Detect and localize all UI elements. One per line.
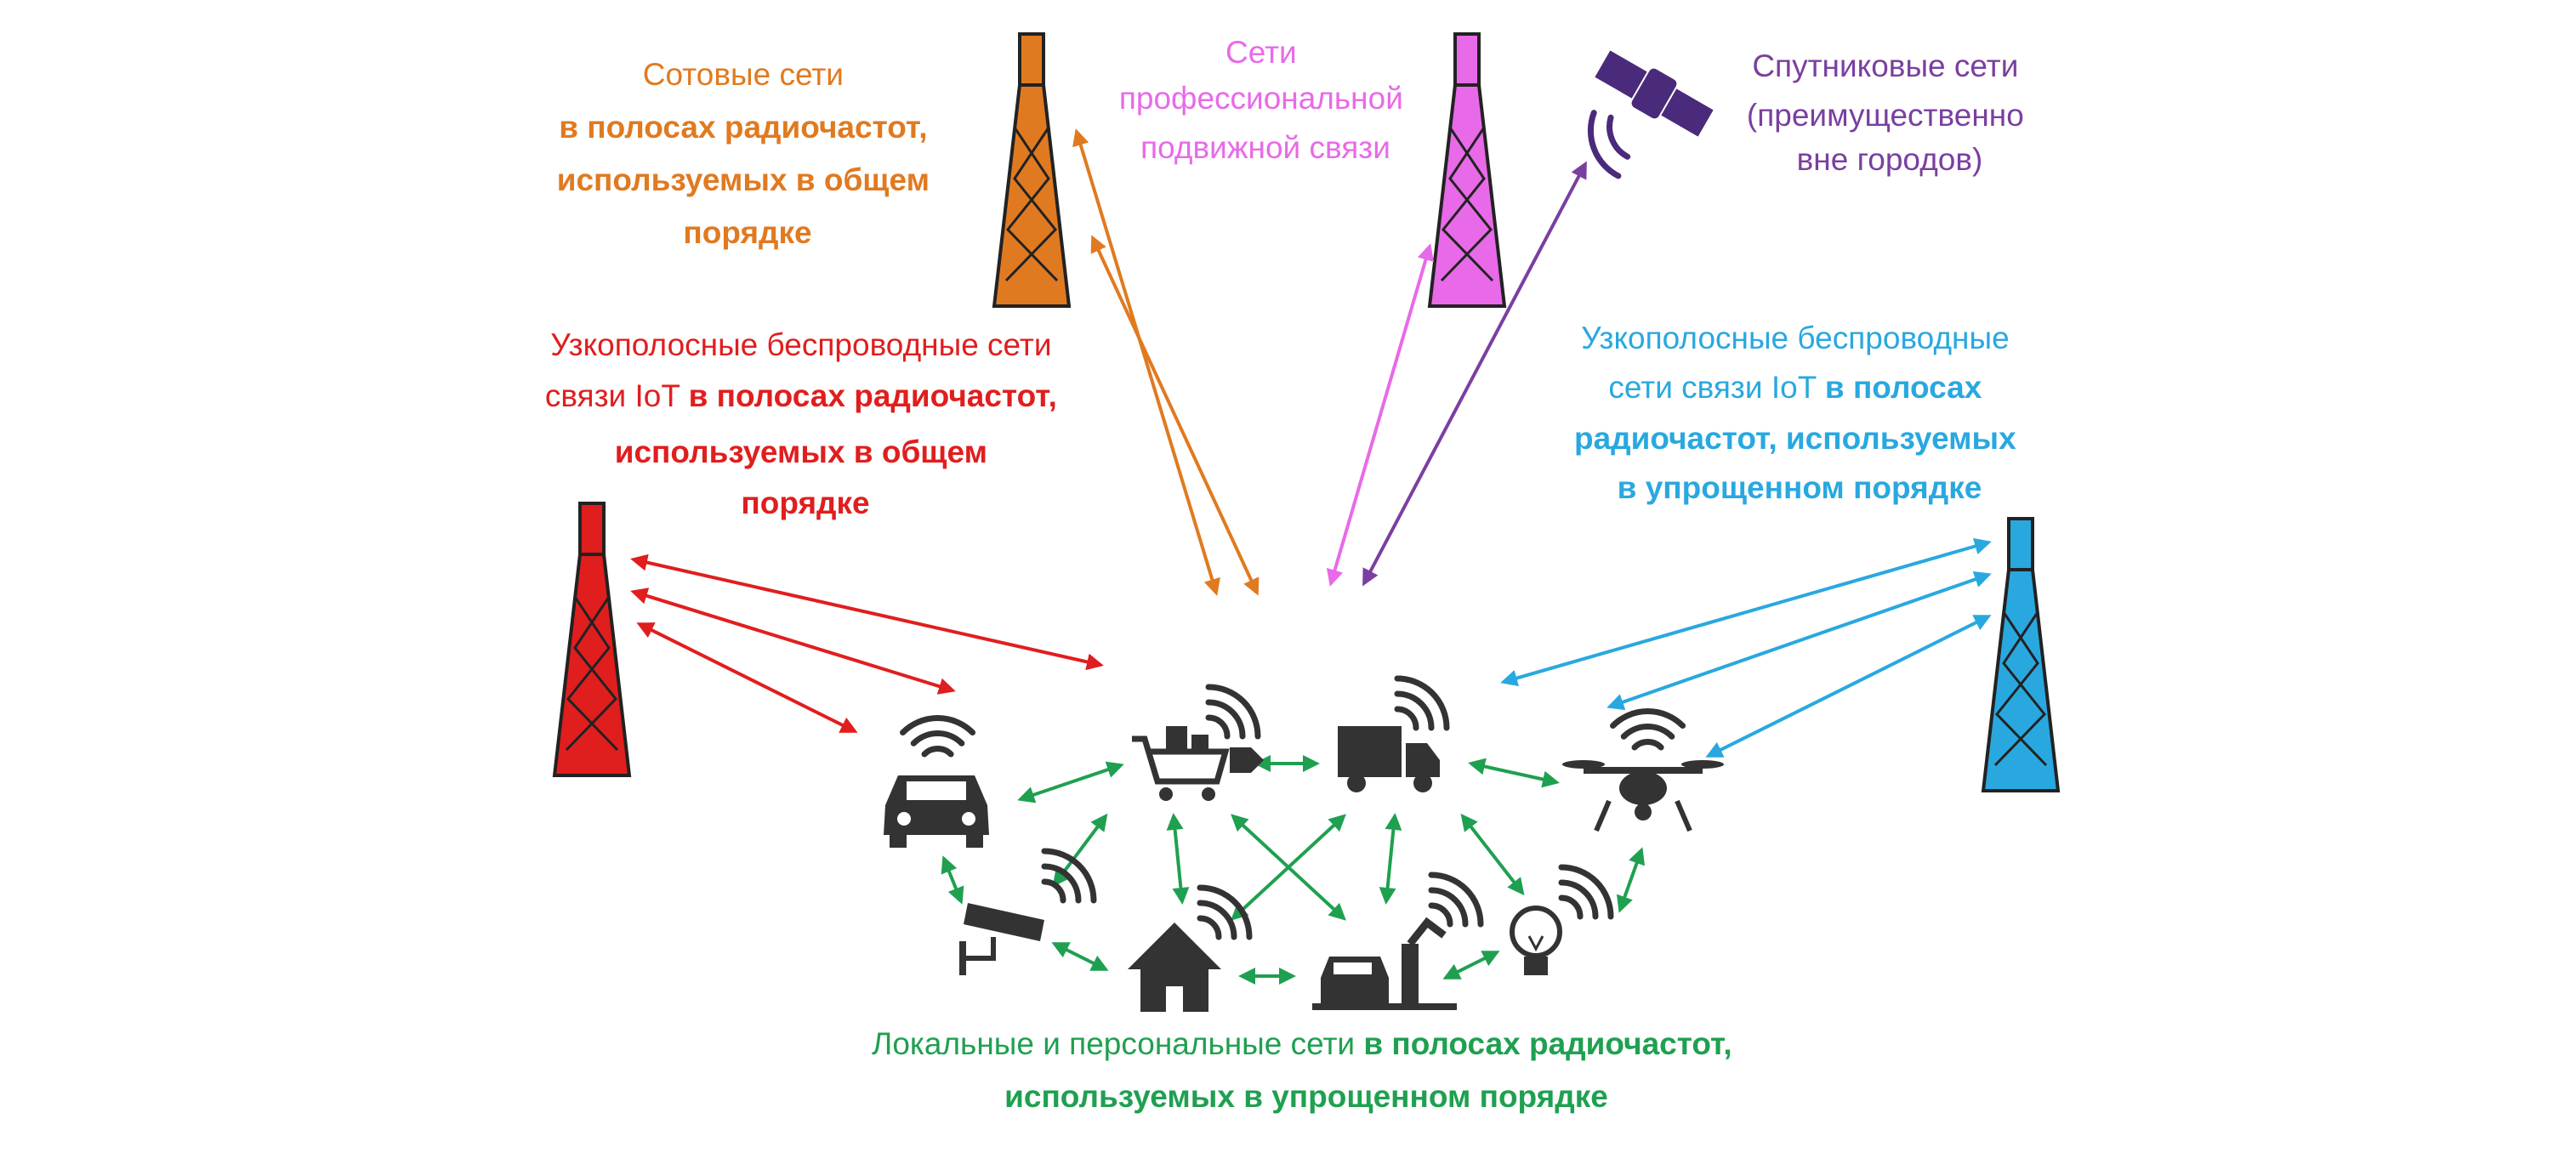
satellite-label: Спутниковые сети (преимущественно вне го…	[1747, 48, 2033, 177]
drone-icon	[1562, 691, 1724, 832]
cellular-arrow	[1090, 235, 1260, 596]
local-label-line: используемых в упрощенном порядке	[1004, 1079, 1608, 1114]
satellite-icon	[1587, 50, 1714, 179]
professional-label-line: подвижной связи	[1140, 130, 1390, 165]
iot-simplified-label: Узкополосные беспроводные сети связи IoT…	[1574, 321, 2025, 505]
local-arrow	[1017, 761, 1124, 803]
iot-general-label: Узкополосные беспроводные сети связи IoT…	[545, 327, 1066, 520]
professional-tower-icon	[1428, 32, 1506, 308]
local-label-line: в полосах радиочастот,	[1363, 1026, 1732, 1061]
iot-simplified-label-line: в полосах	[1825, 370, 1982, 405]
satellite-label-line: (преимущественно	[1747, 98, 2024, 133]
cellular-label-line: Сотовые сети	[643, 57, 844, 92]
iot-simplified-arrow	[1500, 537, 1992, 687]
iot-simplified-tower-icon	[1982, 517, 2060, 792]
iot-general-label-line: Узкополосные беспроводные сети	[550, 327, 1051, 362]
security-camera-icon	[959, 851, 1094, 975]
professional-label-line: профессиональной	[1119, 81, 1403, 116]
iot-general-label-line: порядке	[741, 485, 869, 520]
iot-simplified-label-line: радиочастот, используемых	[1574, 421, 2016, 456]
local-arrow	[1379, 813, 1402, 905]
shopping-cart-icon	[1132, 687, 1264, 801]
light-bulb-icon	[1510, 867, 1611, 975]
local-arrow	[1051, 942, 1109, 971]
cellular-tower-icon	[992, 32, 1071, 308]
cellular-label-line: в полосах радиочастот,	[559, 110, 927, 145]
local-arrow	[1616, 847, 1646, 913]
professional-arrow	[1326, 243, 1435, 587]
iot-simplified-label-line: сети связи IoT	[1608, 370, 1825, 405]
long-range-arrows	[630, 128, 1992, 758]
iot-simplified-arrow	[1705, 615, 1992, 758]
iot-general-arrow	[636, 622, 858, 733]
local-arrow	[1468, 758, 1560, 788]
local-arrow	[1442, 951, 1500, 979]
local-label: Локальные и персональные сети в полосах …	[872, 1026, 1741, 1114]
satellite-arrow	[1362, 161, 1587, 587]
house-icon	[1128, 888, 1249, 1012]
iot-simplified-label-line: Узкополосные беспроводные	[1581, 321, 2010, 355]
local-arrow	[1460, 813, 1525, 896]
iot-general-tower-icon	[553, 502, 631, 777]
satellite-label-line: Спутниковые сети	[1752, 48, 2018, 83]
professional-label: Сети профессиональной подвижной связи	[1119, 35, 1412, 165]
truck-icon	[1338, 679, 1447, 792]
satellite-label-line: вне городов)	[1797, 142, 1983, 177]
iot-general-label-line: связи IoT	[545, 378, 689, 413]
iot-general-arrow	[630, 588, 956, 695]
local-arrows	[941, 755, 1646, 985]
professional-label-line: Сети	[1225, 35, 1297, 70]
local-arrow	[1166, 813, 1190, 905]
iot-simplified-arrow	[1606, 571, 1992, 711]
cellular-label-line: используемых в общем	[557, 162, 930, 197]
factory-robot-icon	[1312, 875, 1481, 1010]
iot-general-label-line: в полосах радиочастот,	[689, 378, 1057, 413]
local-arrow	[941, 855, 964, 905]
cellular-arrow	[1072, 128, 1220, 596]
local-label-line: Локальные и персональные сети	[872, 1026, 1363, 1061]
local-arrow	[1231, 814, 1346, 921]
cellular-label: Сотовые сети в полосах радиочастот, испо…	[557, 57, 939, 250]
iot-general-label-line: используемых в общем	[615, 434, 987, 469]
iot-simplified-label-line: в упрощенном порядке	[1618, 470, 1982, 505]
cellular-label-line: порядке	[683, 215, 811, 250]
car-icon	[884, 698, 989, 848]
